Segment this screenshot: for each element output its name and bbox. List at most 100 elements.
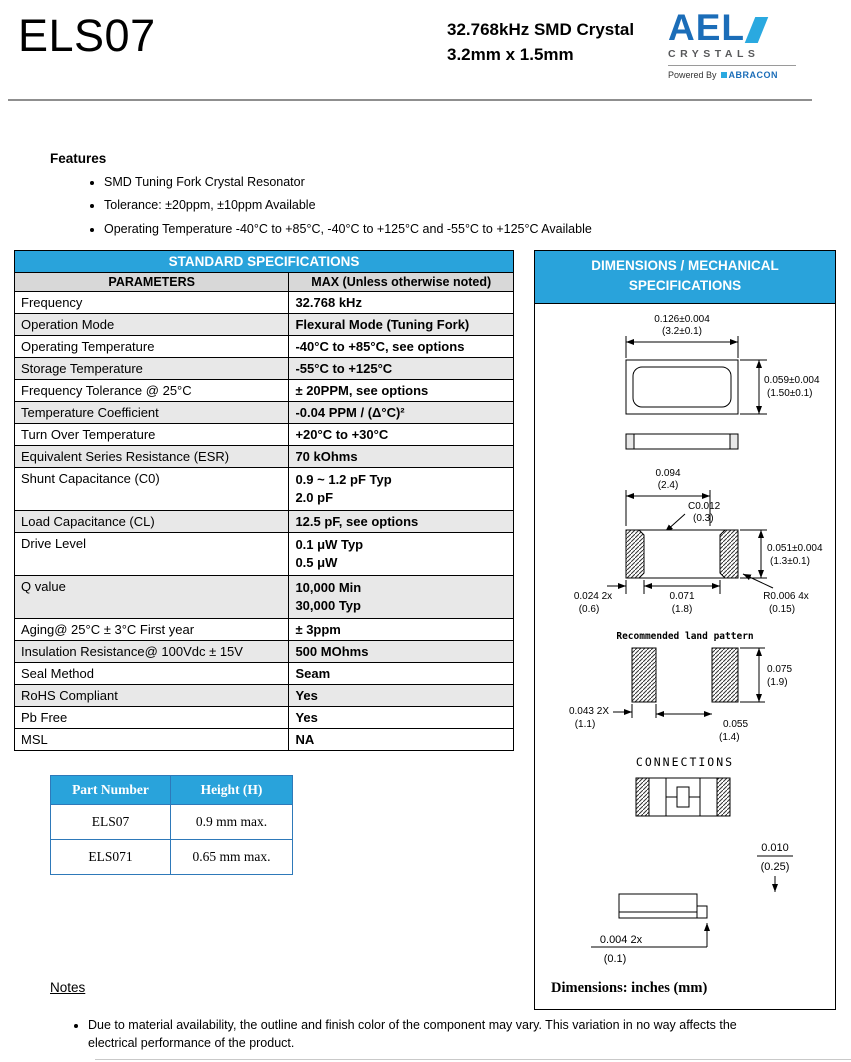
height-cell: 0.9 mm max. [170, 804, 293, 840]
dim-pad-width-in-label: 0.024 2x [574, 591, 612, 602]
table-row: Load Capacitance (CL)12.5 pF, see option… [13, 510, 514, 533]
value-line: 2.0 pF [295, 490, 334, 505]
height-col-header: Height (H) [170, 775, 293, 805]
dim-standoff-mm-label: (0.1) [604, 953, 627, 965]
abracon-mark-icon [720, 72, 727, 79]
value-line: 10,000 Min [295, 580, 362, 595]
features-list: SMD Tuning Fork Crystal Resonator Tolera… [104, 174, 790, 237]
dim-top-width-mm-label: (3.2±0.1) [662, 326, 702, 337]
table-row: Turn Over Temperature+20°C to +30°C [13, 423, 514, 446]
part-number-table: Part Number Height (H) ELS07 0.9 mm max.… [50, 775, 293, 875]
value-line: 0.9 ~ 1.2 pF Typ [295, 472, 392, 487]
abracon-brand: ABRACON [728, 70, 779, 81]
dims-title-line1: DIMENSIONS / MECHANICAL [591, 258, 779, 273]
feature-item: Operating Temperature -40°C to +85°C, -4… [104, 221, 790, 237]
dimensions-units-note: Dimensions: inches (mm) [551, 980, 708, 996]
connections-drawing [635, 777, 731, 816]
param-cell: MSL [13, 728, 290, 751]
value-cell: 500 MOhms [288, 640, 514, 663]
page-bottom-divider [95, 1059, 851, 1060]
table-row: Operating Temperature-40°C to +85°C, see… [13, 335, 514, 358]
features-section: Features SMD Tuning Fork Crystal Resonat… [50, 151, 790, 244]
param-cell: Load Capacitance (CL) [13, 510, 290, 533]
dim-pad-width-mm-label: (0.6) [579, 604, 600, 615]
ael-logo-wordmark: AEL [668, 7, 808, 48]
dim-land-height-mm-label: (1.9) [767, 677, 788, 688]
value-cell: -40°C to +85°C, see options [288, 335, 514, 358]
dim-pad-span-mm-label: (2.4) [658, 480, 679, 491]
features-heading: Features [50, 151, 107, 166]
ael-logo-crystals: CRYSTALS [668, 48, 760, 61]
value-cell: -0.04 PPM / (Δ°C)² [288, 401, 514, 424]
dim-corner-radius-mm-label: (0.15) [769, 604, 795, 615]
land-pattern-title: Recommended land pattern [616, 631, 753, 642]
dim-land-gap-in-label: 0.055 [723, 719, 748, 730]
header-divider [8, 99, 812, 101]
param-cell: Q value [13, 575, 290, 619]
param-cell: Pb Free [13, 706, 290, 729]
table-row: ELS07 0.9 mm max. [50, 804, 293, 840]
part-col-header: Part Number [50, 775, 171, 805]
dim-body-height-mm-label: (1.3±0.1) [770, 556, 810, 567]
connections-title: CONNECTIONS [636, 755, 734, 769]
value-cell: Yes [288, 706, 514, 729]
table-row: Temperature Coefficient-0.04 PPM / (Δ°C)… [13, 401, 514, 424]
feature-item: SMD Tuning Fork Crystal Resonator [104, 174, 790, 190]
height-cell: 0.65 mm max. [170, 839, 293, 875]
table-row: Q value 10,000 Min 30,000 Typ [13, 575, 514, 619]
param-cell: Shunt Capacitance (C0) [13, 467, 290, 511]
lid-side-view-drawing [591, 855, 793, 947]
value-cell: 32.768 kHz [288, 291, 514, 314]
param-cell: Insulation Resistance@ 100Vdc ± 15V [13, 640, 290, 663]
value-cell: 10,000 Min 30,000 Typ [288, 575, 514, 619]
dim-top-height-in-label: 0.059±0.004 [764, 375, 820, 386]
value-line: 30,000 Typ [295, 598, 361, 613]
logo-divider [668, 65, 796, 67]
top-view-drawing [625, 335, 767, 414]
dim-pad-inner-in-label: 0.071 [669, 591, 694, 602]
value-cell: NA [288, 728, 514, 751]
land-pattern-drawing [613, 647, 765, 718]
param-cell: Frequency [13, 291, 290, 314]
dim-land-width-in-label: 0.043 2X [569, 706, 609, 717]
powered-by: Powered By ABRACON [668, 70, 808, 80]
side-view-drawing [625, 433, 739, 449]
dim-land-height-in-label: 0.075 [767, 664, 792, 675]
table-row: Equivalent Series Resistance (ESR)70 kOh… [13, 445, 514, 468]
param-cell: Seal Method [13, 662, 290, 685]
ael-logo-text: AEL [668, 7, 745, 48]
param-cell: Storage Temperature [13, 357, 290, 380]
value-line: 0.1 μW Typ [295, 537, 364, 552]
dim-corner-radius-in-label: R0.006 4x [763, 591, 809, 602]
spec-col-parameters: PARAMETERS [13, 272, 290, 292]
value-cell: Seam [288, 662, 514, 685]
dim-land-width-mm-label: (1.1) [575, 719, 596, 730]
dim-chamfer-mm-label: (0.3) [693, 513, 714, 524]
spec-col-max: MAX (Unless otherwise noted) [288, 272, 514, 292]
mechanical-drawings: 0.126±0.004 (3.2±0.1) 0.059±0.004 (1.50±… [569, 314, 823, 965]
dims-title-line2: SPECIFICATIONS [628, 278, 742, 294]
value-cell: 70 kOhms [288, 445, 514, 468]
value-cell: ± 3ppm [288, 618, 514, 641]
note-item: Due to material availability, the outlin… [88, 1016, 756, 1052]
table-row: Frequency Tolerance @ 25°C± 20PPM, see o… [13, 379, 514, 402]
dim-standoff-in-label: 0.004 2x [600, 934, 643, 946]
param-cell: Equivalent Series Resistance (ESR) [13, 445, 290, 468]
feature-item: Tolerance: ±20ppm, ±10ppm Available [104, 197, 790, 213]
param-cell: Turn Over Temperature [13, 423, 290, 446]
dim-thickness-mm-label: (0.25) [761, 861, 790, 873]
notes-list: Due to material availability, the outlin… [88, 1016, 756, 1052]
dimensions-panel-title: DIMENSIONS / MECHANICAL SPECIFICATIONS [535, 251, 835, 304]
page-title: ELS07 [18, 10, 156, 61]
powered-by-label: Powered By [668, 70, 717, 81]
value-cell: +20°C to +30°C [288, 423, 514, 446]
ael-logo-swoosh-icon [744, 17, 769, 44]
param-cell: Aging@ 25°C ± 3°C First year [13, 618, 290, 641]
